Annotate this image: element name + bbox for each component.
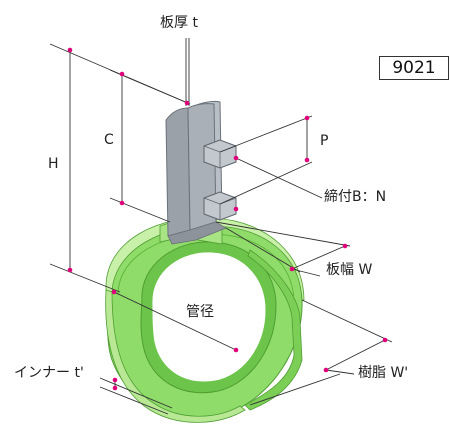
pipe-diameter-label: 管径 [186,304,214,320]
dim-p-label: P [320,133,329,149]
bolt-upper [203,139,237,169]
dim-h-label: H [48,156,59,172]
plate-width-label: 板幅 W [326,262,373,278]
dimension-markers [67,47,388,391]
model-number-box: 9021 [379,56,449,80]
dimension-lines [49,38,393,415]
resin-width-label: 樹脂 W' [358,365,409,381]
dim-c-label: C [104,132,114,148]
inner-thickness-label: インナー t' [14,365,84,381]
plate-thickness-label: 板厚 t [160,15,198,31]
bolt-lower [203,191,237,221]
fastening-label: 締付B：N [324,189,387,205]
